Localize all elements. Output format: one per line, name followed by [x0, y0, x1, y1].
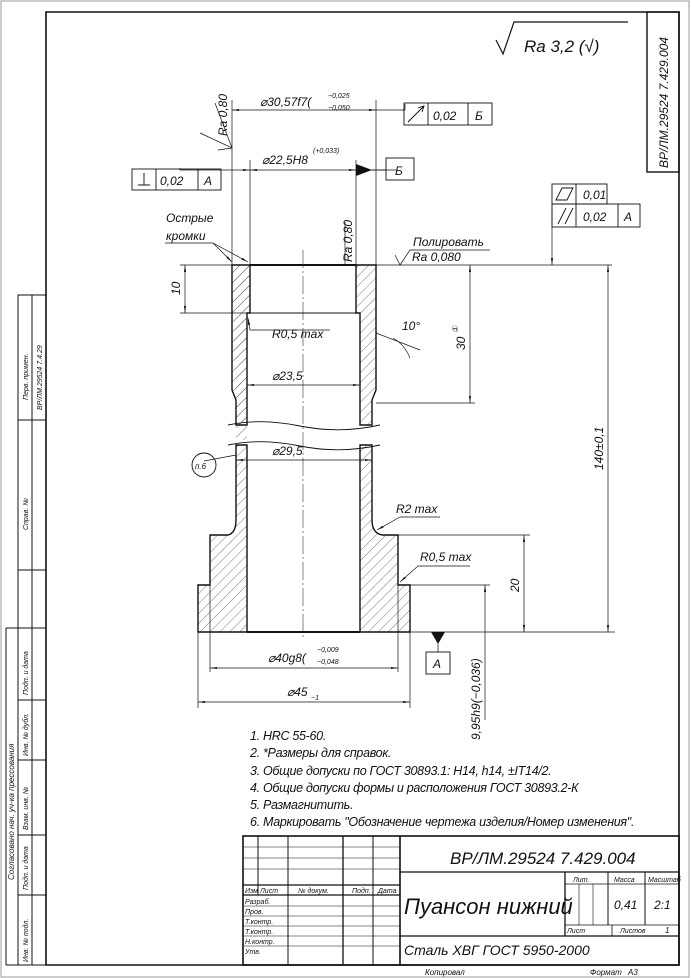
role: Пров.	[245, 909, 264, 916]
role: Н.контр.	[245, 939, 275, 946]
note-ref: п.6	[195, 462, 207, 471]
ra080-bore: Ra 0,80	[341, 220, 355, 262]
side-perv-label: Перв. примен.	[23, 353, 30, 400]
sharp-edges-1: Острые	[166, 211, 214, 225]
dim-h30-mark: ①	[451, 325, 460, 333]
polish-label: Полировать	[413, 235, 484, 249]
dim-d40-upper: −0,009	[317, 647, 339, 654]
dim-h10: 10	[169, 281, 183, 295]
tolerance-frames	[131, 102, 641, 675]
r2: R2 max	[396, 502, 438, 516]
col-date: Дата	[377, 888, 397, 895]
roughness-general: Ra 3,2 (√)	[524, 37, 599, 56]
note-1: 1. HRC 55-60.	[250, 729, 326, 743]
dim-d22-tol: (+0,033)	[313, 148, 339, 155]
dim-angle: 10°	[402, 319, 420, 333]
part-section	[197, 250, 411, 640]
polish-ra: Ra 0,080	[412, 250, 461, 264]
dim-d30: ⌀30,57f7(	[260, 95, 313, 109]
roughness-symbol-icon	[495, 21, 628, 56]
tb-material: Сталь ХВГ ГОСТ 5950-2000	[404, 942, 590, 958]
side-stamp	[5, 294, 47, 966]
note-2: 2. *Размеры для справок.	[250, 746, 392, 760]
datum-a-triangle-icon	[431, 632, 445, 644]
runout-value: 0,02	[433, 109, 457, 123]
tb-scale: 2:1	[653, 898, 671, 912]
side-cell: Подп. и дата	[22, 846, 30, 890]
note-5: 5. Размагнитить.	[250, 798, 354, 812]
role: Т.контр.	[245, 919, 273, 926]
side-cell: Инв. № дубл.	[22, 713, 30, 756]
role: Т.контр.	[245, 929, 273, 936]
col-list: Лист	[259, 888, 278, 895]
note-3: 3. Общие допуски по ГОСТ 30893.1: H14, h…	[250, 764, 552, 778]
tb-scale-label: Масштаб	[648, 876, 682, 884]
datum-a-label: А	[432, 657, 441, 671]
side-agreed: Согласовано нач. уч-ка прессования	[7, 743, 16, 880]
r05-bot: R0,5 max	[420, 550, 472, 564]
tb-format: А3	[627, 968, 638, 977]
ra080-left: Ra 0,80	[216, 94, 230, 136]
tb-sheets-label: Листов	[619, 928, 646, 935]
code-side: ВР/ЛМ.29524 7.429.004	[657, 37, 671, 168]
tb-name: Пуансон нижний	[404, 894, 573, 919]
note-4: 4. Общие допуски формы и расположения ГО…	[250, 781, 579, 795]
role: Разраб.	[245, 898, 270, 906]
dim-d29: ⌀29,5	[272, 444, 303, 458]
side-sprav-label: Справ. №	[23, 498, 30, 530]
col-sign: Подп.	[352, 887, 371, 895]
dim-h20: 20	[508, 578, 522, 593]
side-perv-value: ВР/ЛМ.29524 7.4.29	[37, 345, 44, 410]
dim-d45: ⌀45	[287, 685, 308, 699]
dimension-lines	[165, 100, 615, 720]
flatness-value: 0,01	[583, 188, 606, 202]
dim-h995: 9,95h9(−0,036)	[469, 658, 483, 740]
parallel-datum: А	[623, 210, 632, 224]
dim-d23: ⌀23,5	[272, 369, 303, 383]
tb-mass-label: Масса	[614, 877, 635, 884]
col-doc: № докум.	[298, 887, 329, 895]
title-block	[242, 835, 680, 966]
dim-d40-lower: −0,048	[317, 659, 339, 666]
tb-copied: Копировал	[425, 968, 465, 977]
datum-b-label: Б	[395, 164, 403, 178]
parallel-value: 0,02	[583, 210, 607, 224]
tb-format-label: Формат	[590, 968, 622, 977]
dim-d40: ⌀40g8(	[268, 651, 308, 665]
dim-d45-tol: −1	[311, 695, 319, 702]
role: Утв.	[244, 949, 261, 956]
col-izm: Изм	[245, 888, 258, 895]
side-cell: Подп. и дата	[22, 651, 30, 695]
code-box	[646, 11, 680, 173]
note-6: 6. Маркировать "Обозначение чертежа изде…	[250, 815, 635, 829]
perp-datum: А	[203, 174, 212, 188]
perp-value: 0,02	[160, 174, 184, 188]
tb-designation: ВР/ЛМ.29524 7.429.004	[450, 849, 636, 868]
dim-d22: ⌀22,5H8	[262, 153, 308, 167]
tb-sheets: 1	[665, 926, 669, 935]
dim-d30-upper: −0,025	[328, 93, 350, 100]
dim-h140: 140±0,1	[592, 427, 606, 470]
r05-top: R0,5 max	[272, 327, 324, 341]
side-cell: Инв. № подл.	[22, 919, 30, 962]
tb-sheet-label: Лист	[566, 928, 585, 935]
runout-datum: Б	[475, 109, 483, 123]
tb-lit-label: Лит.	[572, 877, 589, 884]
dim-h30: 30	[454, 336, 468, 350]
datum-b-triangle-icon	[356, 164, 372, 176]
dim-d30-lower: −0,050	[328, 105, 350, 112]
tb-mass: 0,41	[614, 898, 637, 912]
side-cell: Взам. инв. №	[23, 786, 30, 830]
sharp-edges-2: кромки	[166, 229, 206, 243]
